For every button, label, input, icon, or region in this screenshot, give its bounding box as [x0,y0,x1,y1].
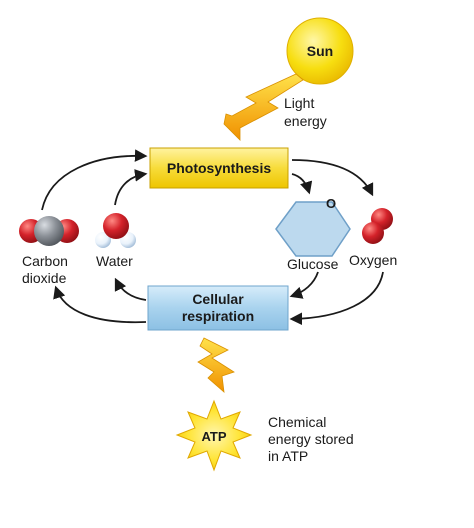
light-energy-arrow [223,73,304,141]
carbon-dioxide-molecule [19,216,79,246]
glucose-molecule: O [275,196,351,257]
glucose-ring-oxygen: O [326,196,336,211]
water-to-photosynthesis-arrow [114,169,148,206]
atp-label: ATP [201,429,226,444]
light-energy-label-line1: Light [284,95,314,111]
sun-label: Sun [307,43,333,59]
water-label: Water [96,253,133,269]
photosynthesis-label: Photosynthesis [167,160,271,176]
light-energy-label-line2: energy [284,113,327,129]
oxygen-label: Oxygen [349,252,397,268]
co2-to-photosynthesis-arrow [41,149,148,211]
respiration-label-line2: respiration [182,308,254,324]
sun: Sun [286,17,354,85]
atp-starburst: ATP [175,399,253,472]
photosynthesis-to-glucose-arrow [291,173,313,195]
photosynthesis-box: Photosynthesis [149,147,289,189]
energy-release-arrow [197,337,235,393]
atp-description-line3: in ATP [268,448,308,464]
cellular-respiration-box: Cellular respiration [147,285,289,331]
carbon-dioxide-label-line2: dioxide [22,270,67,286]
atp-description-line1: Chemical [268,414,326,430]
glucose-label: Glucose [287,256,339,272]
water-molecule [95,213,136,248]
carbon-dioxide-label-line1: Carbon [22,253,68,269]
photosynthesis-to-oxygen-arrow [291,159,374,197]
glucose-to-respiration-arrow [289,271,319,299]
respiration-to-water-arrow [114,277,147,301]
oxygen-to-respiration-arrow [289,271,384,326]
oxygen-molecule [362,208,393,244]
atp-description-line2: energy stored [268,431,354,447]
respiration-label-line1: Cellular [192,291,244,307]
respiration-to-co2-arrow [53,285,147,324]
